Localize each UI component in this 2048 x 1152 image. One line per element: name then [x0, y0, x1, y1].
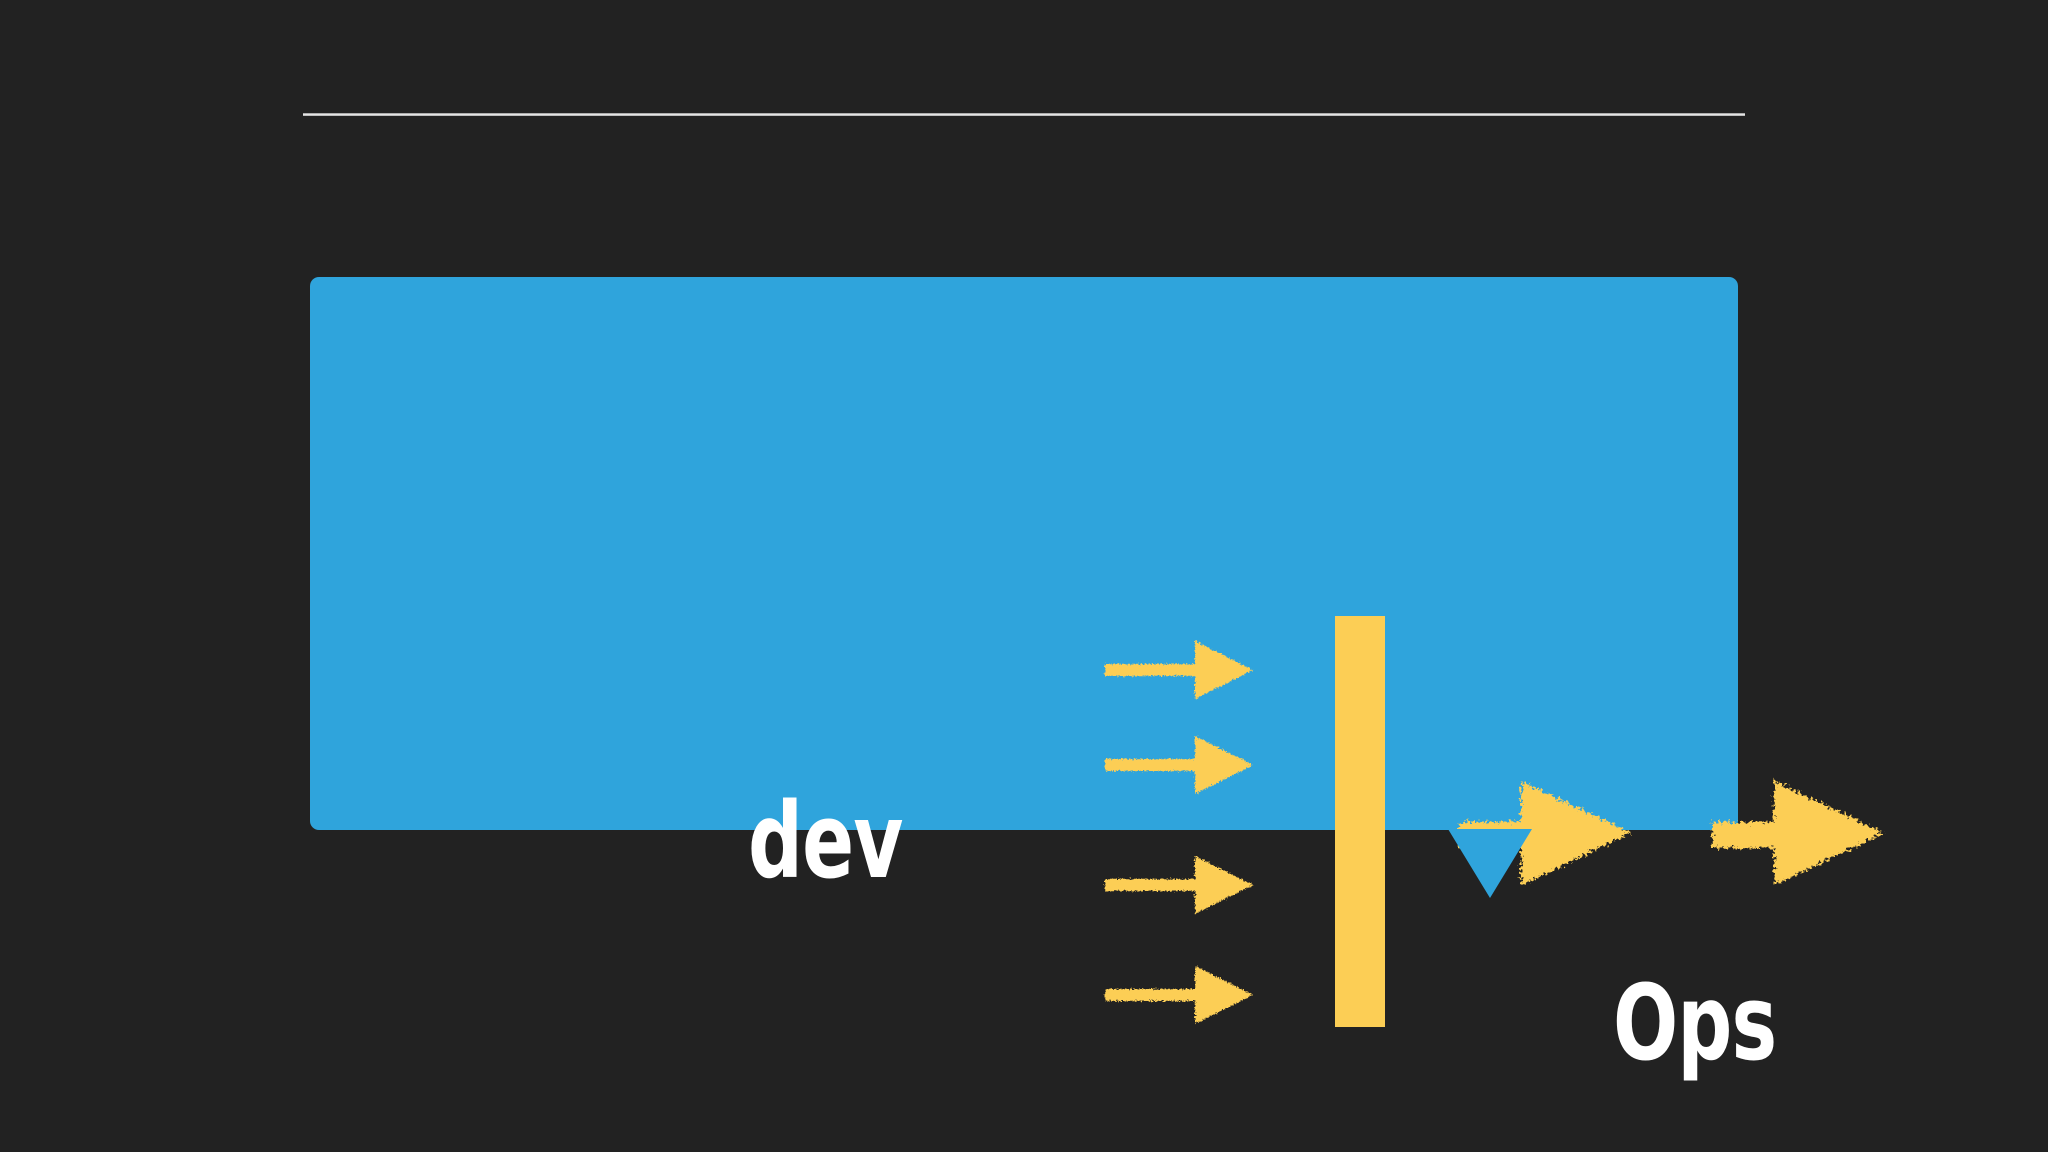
dev-arrow-1-icon: [1103, 635, 1253, 705]
ops-arrow-2-icon: [1708, 770, 1884, 894]
dev-arrow-4-icon: [1103, 960, 1253, 1030]
dev-arrow-2-icon: [1103, 730, 1253, 800]
wall-divider: [1335, 616, 1385, 1027]
label-ops: Ops: [1613, 962, 1777, 1084]
label-dev: dev: [748, 780, 903, 902]
top-divider-rule: [303, 113, 1745, 116]
dev-arrow-3-icon: [1103, 850, 1253, 920]
speech-bubble-card: dev Ops: [310, 277, 1884, 1075]
speech-bubble-tail: [1448, 829, 1532, 898]
